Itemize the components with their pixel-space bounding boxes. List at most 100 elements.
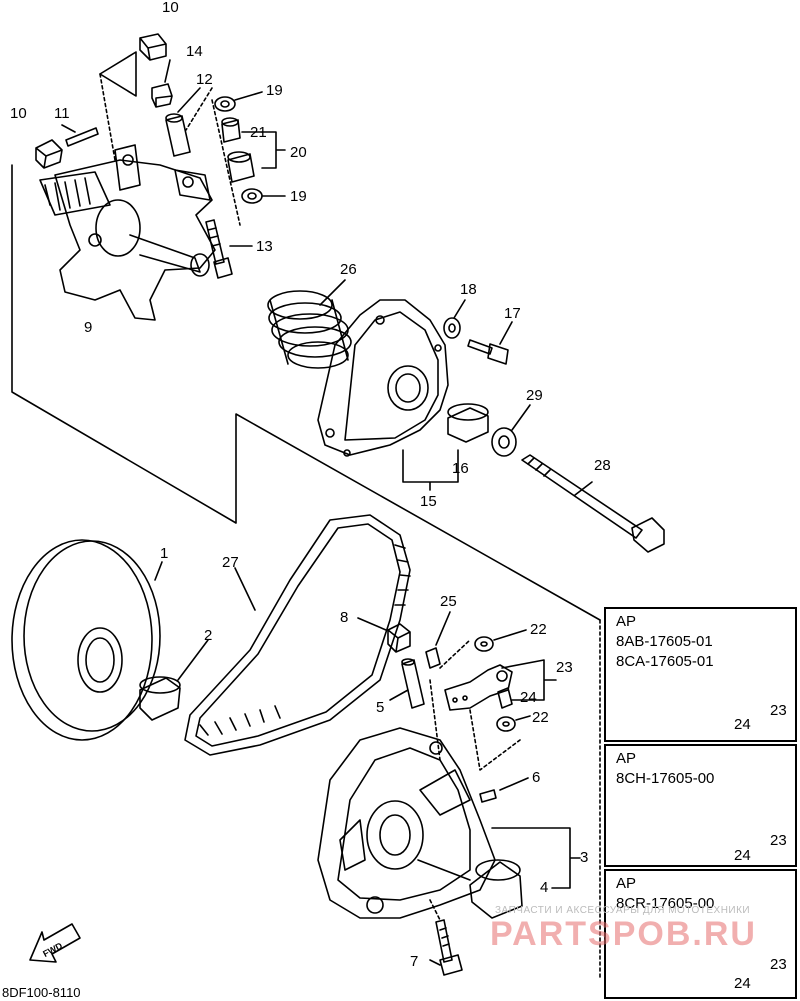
- callout-12: 12: [196, 71, 213, 88]
- callout-13: 13: [256, 238, 273, 255]
- ap-box-callout-23: 23: [770, 956, 787, 973]
- callout-24: 24: [520, 689, 537, 706]
- watermark-logo: PARTSPOB.RU: [490, 915, 757, 953]
- watermark-subtitle: ЗАПЧАСТИ И АКСЕССУАРЫ ДЛЯ МОТОТЕХНИКИ: [495, 905, 751, 916]
- callout-26: 26: [340, 261, 357, 278]
- leader: [499, 321, 513, 345]
- washer-part-18: [443, 317, 461, 339]
- primary-hub-part-9: [39, 144, 216, 321]
- ap-box-2: AP 8CH-17605-00 23 24: [604, 744, 797, 867]
- leader: [453, 299, 466, 319]
- callout-3: 3: [580, 849, 588, 866]
- guide-line: [429, 619, 601, 981]
- pin-part-11: [65, 127, 99, 147]
- bolt-part-7: [435, 919, 453, 963]
- pin-part-25: [425, 647, 441, 669]
- callout-10: 10: [162, 0, 179, 16]
- collar-part-12: [165, 115, 191, 157]
- callout-23: 23: [556, 659, 573, 676]
- bolt-part-13: [205, 219, 233, 279]
- bolt-part-17: [467, 339, 509, 365]
- callout-15: 15: [420, 493, 437, 510]
- frame-line: [99, 51, 137, 97]
- nut-part-14: [151, 83, 173, 108]
- nut-part-8: [387, 623, 411, 653]
- washer-part-29: [491, 427, 517, 457]
- spring-part-26: [267, 290, 352, 369]
- document-number: 8DF100-8110: [2, 985, 81, 1000]
- leader: [164, 59, 171, 83]
- leader: [511, 404, 531, 431]
- leader: [357, 617, 387, 631]
- ap-box-title: AP: [616, 750, 637, 767]
- leader: [515, 715, 531, 721]
- callout-9: 9: [84, 319, 92, 336]
- ap-box-callout-24: 24: [734, 847, 751, 864]
- leader: [234, 91, 263, 101]
- leader: [435, 611, 451, 646]
- callout-28: 28: [594, 457, 611, 474]
- secondary-sheave-part-3: [317, 727, 496, 919]
- callout-19b: 19: [290, 188, 307, 205]
- callout-10b: 10: [10, 105, 27, 122]
- leader: [319, 279, 346, 306]
- leader: [234, 567, 256, 611]
- collar-part-5: [401, 659, 425, 709]
- bushing-part-16: [447, 407, 489, 443]
- spacer-part-21: [221, 119, 241, 143]
- ap-box-callout-24: 24: [734, 716, 751, 733]
- callout-22b: 22: [532, 709, 549, 726]
- washer-part-19b: [241, 188, 263, 204]
- pin-part-6: [479, 789, 497, 803]
- leader: [499, 777, 529, 791]
- leader: [429, 959, 441, 966]
- ap-box-part-number: 8CA-17605-01: [616, 653, 714, 670]
- leader: [61, 124, 76, 133]
- ap-box-title: AP: [616, 875, 637, 892]
- callout-7: 7: [410, 953, 418, 970]
- callout-20: 20: [290, 144, 307, 161]
- ap-box-callout-23: 23: [770, 832, 787, 849]
- callout-4: 4: [540, 879, 548, 896]
- callout-1: 1: [160, 545, 168, 562]
- callout-18: 18: [460, 281, 477, 298]
- leader: [389, 689, 409, 701]
- sheave-part-1: [11, 539, 161, 741]
- leader: [574, 481, 593, 496]
- collar-part-12-end: [165, 113, 183, 123]
- bushing-part-4: [469, 861, 523, 919]
- ap-box-title: AP: [616, 613, 637, 630]
- callout-19a: 19: [266, 82, 283, 99]
- bolt-part-28: [521, 454, 643, 539]
- ap-box-part-number: 8CH-17605-00: [616, 770, 715, 787]
- washer-part-19: [214, 96, 236, 112]
- callout-25: 25: [440, 593, 457, 610]
- bushing-part-20: [227, 153, 255, 183]
- callout-17: 17: [504, 305, 521, 322]
- bracket-3: [491, 827, 581, 889]
- callout-2: 2: [204, 627, 212, 644]
- leader: [177, 87, 201, 113]
- frame-line: [11, 164, 601, 621]
- callout-22a: 22: [530, 621, 547, 638]
- guide-line: [99, 73, 241, 226]
- washer-part-22a: [474, 636, 494, 652]
- callout-16: 16: [452, 460, 469, 477]
- ap-box-callout-23: 23: [770, 702, 787, 719]
- bracket-15: [402, 449, 459, 491]
- arm-part-23: [444, 664, 513, 711]
- callout-8: 8: [340, 609, 348, 626]
- ap-box-part-number: 8CR-17605-00: [616, 895, 715, 912]
- leader: [154, 561, 163, 581]
- ap-box-part-number: 8AB-17605-01: [616, 633, 713, 650]
- ap-box-callout-24: 24: [734, 975, 751, 992]
- bracket-20: [261, 131, 286, 169]
- block-part-10: [139, 33, 167, 61]
- callout-11: 11: [54, 105, 70, 122]
- ap-box-1: AP 8AB-17605-01 8CA-17605-01 23 24: [604, 607, 797, 742]
- belt-part-27: [184, 514, 411, 756]
- leader: [177, 639, 209, 681]
- roller-part-24: [497, 687, 513, 709]
- callout-5: 5: [376, 699, 384, 716]
